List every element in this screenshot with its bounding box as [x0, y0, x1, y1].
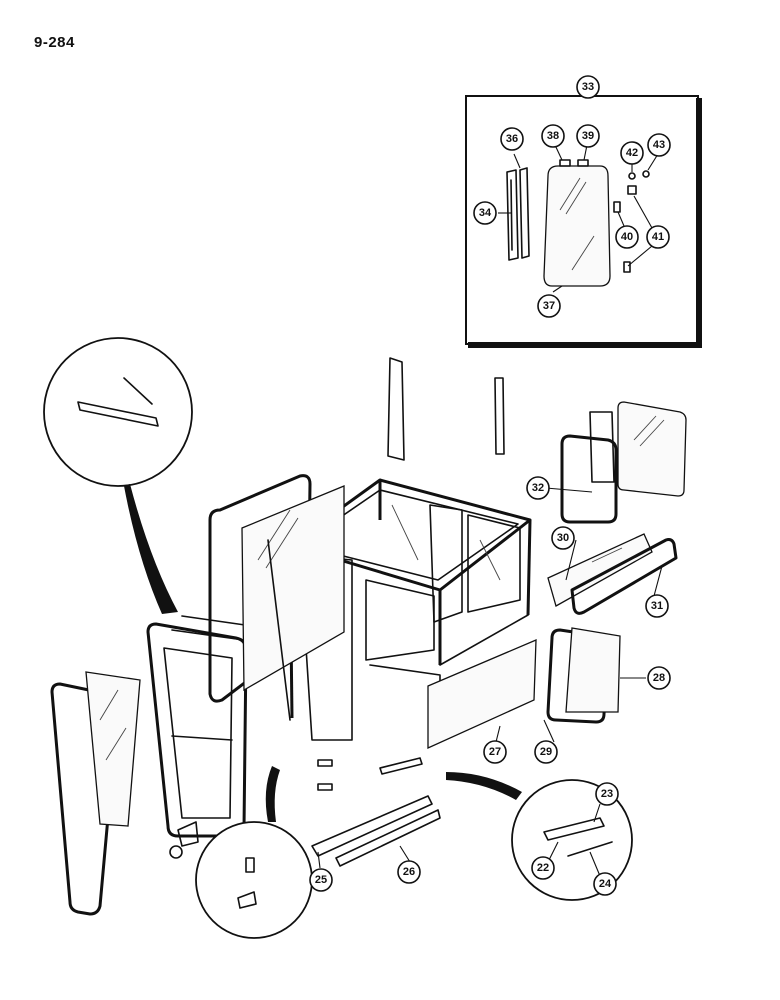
callout-28: 28 — [647, 666, 671, 690]
callout-22: 22 — [531, 856, 555, 880]
callout-24: 24 — [593, 872, 617, 896]
svg-text:39: 39 — [582, 130, 594, 142]
lower-panel-27 — [427, 639, 537, 750]
side-window-28-29 — [546, 627, 621, 724]
callout-34: 34 — [473, 201, 497, 225]
detail-circle-top-left — [43, 337, 193, 614]
svg-text:27: 27 — [489, 746, 501, 758]
svg-text:22: 22 — [537, 862, 549, 874]
callout-42: 42 — [620, 141, 644, 165]
rear-post — [494, 377, 505, 455]
window-glass-37 — [543, 165, 611, 287]
svg-text:30: 30 — [557, 532, 569, 544]
bracket — [317, 759, 333, 767]
callout-25: 25 — [309, 868, 333, 892]
door-assembly — [146, 615, 253, 838]
callout-31: 31 — [645, 594, 669, 618]
leader-lines — [317, 144, 663, 877]
front-post — [387, 357, 405, 461]
svg-text:33: 33 — [582, 81, 594, 93]
side-glass-left — [208, 474, 345, 703]
callout-38: 38 — [541, 124, 565, 148]
detail-circle-bottom — [195, 766, 313, 939]
svg-text:43: 43 — [653, 139, 665, 151]
callout-41: 41 — [646, 225, 670, 249]
svg-text:42: 42 — [626, 147, 638, 159]
cab-frame — [288, 478, 532, 741]
svg-text:40: 40 — [621, 231, 633, 243]
page-number: 9-284 — [34, 34, 75, 51]
callout-33: 33 — [576, 75, 600, 99]
svg-text:34: 34 — [479, 207, 492, 219]
support-rod — [267, 539, 291, 721]
rear-window-seal-32 — [560, 401, 687, 524]
svg-text:32: 32 — [532, 482, 544, 494]
callout-36: 36 — [500, 127, 524, 151]
roof-glass-30-31 — [547, 533, 678, 615]
floor-rails-25-26 — [311, 795, 441, 867]
callout-30: 30 — [551, 526, 575, 550]
callout-40: 40 — [615, 225, 639, 249]
svg-text:36: 36 — [506, 133, 518, 145]
svg-text:25: 25 — [315, 874, 327, 886]
callout-43: 43 — [647, 133, 671, 157]
svg-text:24: 24 — [599, 878, 612, 890]
svg-text:37: 37 — [543, 300, 555, 312]
callout-27: 27 — [483, 740, 507, 764]
callout-26: 26 — [397, 860, 421, 884]
svg-text:23: 23 — [601, 788, 613, 800]
svg-text:28: 28 — [653, 672, 665, 684]
knob — [169, 845, 183, 859]
svg-text:41: 41 — [652, 231, 664, 243]
bracket — [317, 783, 333, 791]
bracket-small — [177, 821, 199, 847]
rear-post-right — [589, 411, 615, 483]
callout-37: 37 — [537, 294, 561, 318]
svg-text:38: 38 — [547, 130, 559, 142]
callout-23: 23 — [595, 782, 619, 806]
door-seal-strip — [506, 167, 530, 261]
svg-text:31: 31 — [651, 600, 663, 612]
callout-32: 32 — [526, 476, 550, 500]
callout-29: 29 — [534, 740, 558, 764]
door-glass — [50, 671, 141, 916]
svg-text:29: 29 — [540, 746, 552, 758]
callout-39: 39 — [576, 124, 600, 148]
svg-text:26: 26 — [403, 866, 415, 878]
hinge-plate — [379, 757, 423, 775]
